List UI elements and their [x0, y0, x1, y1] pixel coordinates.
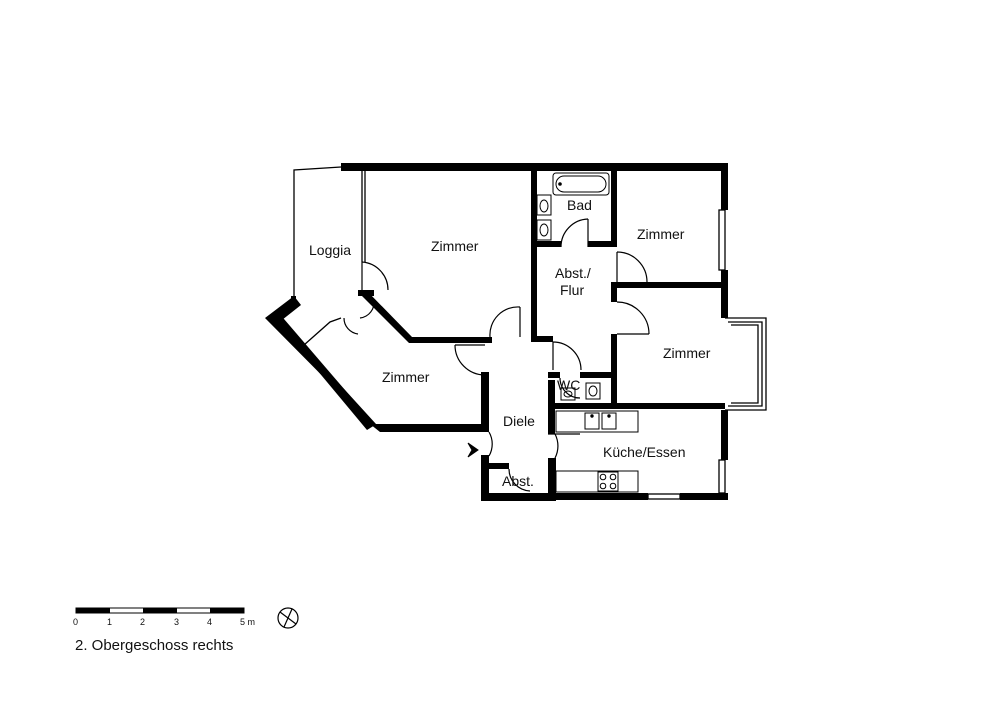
doors	[343, 218, 650, 492]
interior-walls	[291, 171, 725, 500]
room-label-zimmer-large: Zimmer	[431, 238, 479, 254]
scale-tick-2: 2	[140, 617, 145, 627]
room-label-kueche: Küche/Essen	[603, 444, 686, 460]
compass-icon	[277, 607, 299, 629]
room-label-loggia: Loggia	[309, 242, 351, 258]
scale-tick-1: 1	[107, 617, 112, 627]
room-label-abst-flur-2: Flur	[560, 282, 584, 298]
kitchen-counter-top	[555, 410, 639, 433]
thin-lines	[293, 166, 767, 500]
scale-tick-4: 4	[207, 617, 212, 627]
wc-sink	[560, 387, 576, 401]
room-label-abst-flur-1: Abst./	[555, 265, 591, 281]
scale-tick-3: 3	[174, 617, 179, 627]
scale-bar: 0 1 2 3 4 5 m	[73, 607, 255, 627]
room-label-zimmer-right: Zimmer	[663, 345, 711, 361]
scale-tick-0: 0	[73, 617, 78, 627]
room-label-diele: Diele	[503, 413, 535, 429]
room-label-abst: Abst.	[502, 473, 534, 489]
room-labels: Loggia Zimmer Bad Zimmer Abst./ Flur Zim…	[309, 197, 711, 489]
scale-tick-5: 5 m	[240, 617, 255, 627]
kitchen-counter-bottom	[555, 470, 639, 493]
bathtub	[552, 172, 610, 196]
entrance-arrow	[467, 442, 479, 458]
room-label-wc: WC	[557, 377, 580, 393]
bad-sink	[536, 219, 552, 241]
wc-toilet	[585, 382, 601, 400]
floor-caption: 2. Obergeschoss rechts	[75, 637, 234, 654]
room-label-bad: Bad	[567, 197, 592, 213]
exterior-walls	[265, 163, 728, 501]
bad-toilet	[536, 194, 552, 216]
room-label-zimmer-top-right: Zimmer	[637, 226, 685, 242]
room-label-zimmer-bottom: Zimmer	[382, 369, 430, 385]
fixtures	[536, 172, 639, 493]
